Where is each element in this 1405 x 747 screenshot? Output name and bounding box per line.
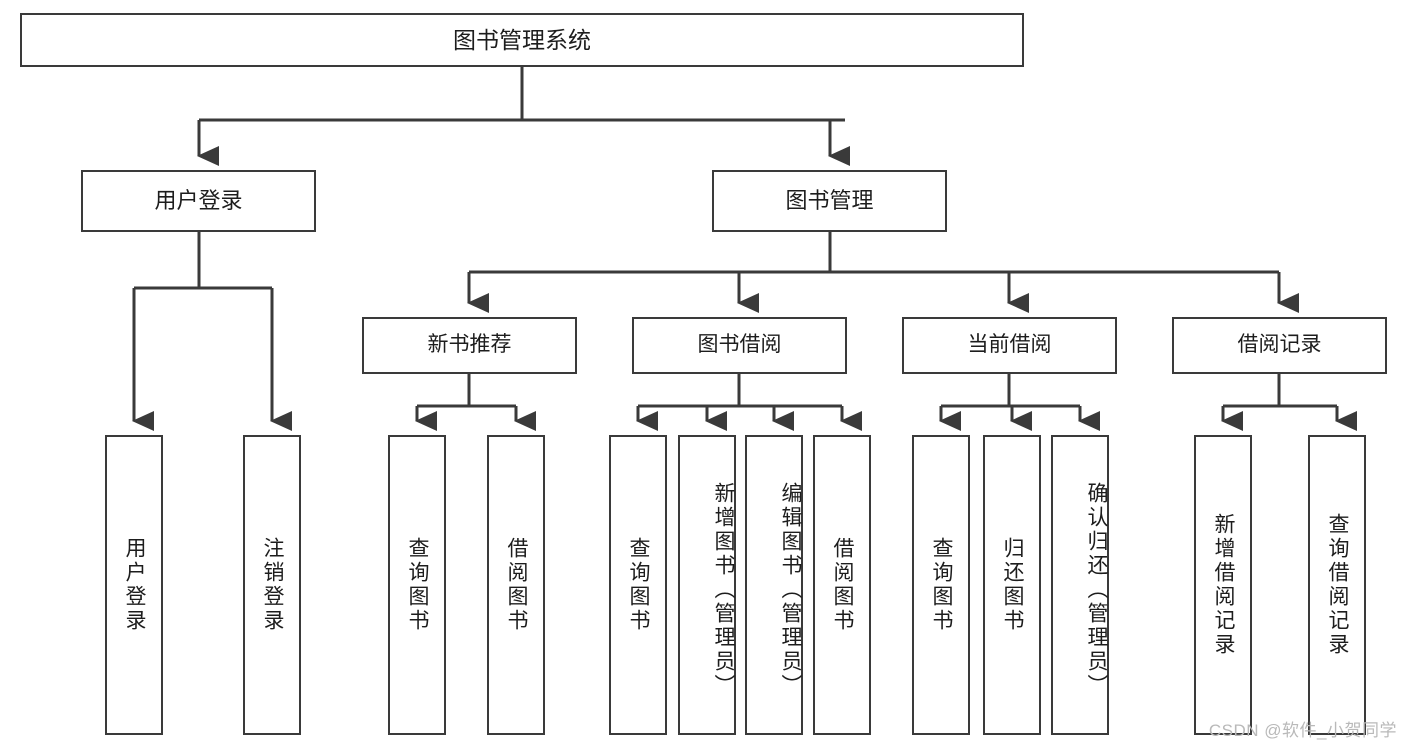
node-leaf-query-book-2[interactable]: 查询图书 [609, 435, 667, 735]
node-leaf-query-book-3[interactable]: 查询图书 [912, 435, 970, 735]
node-borrow-record-label: 借阅记录 [1237, 333, 1322, 357]
node-borrow-record[interactable]: 借阅记录 [1172, 317, 1387, 374]
node-leaf-query-borrow-record[interactable]: 查询借阅记录 [1308, 435, 1366, 735]
node-leaf-return-book-label: 归还图书 [1001, 537, 1025, 633]
node-leaf-query-book-1-label: 查询图书 [406, 537, 430, 633]
node-leaf-borrow-book-1-label: 借阅图书 [505, 537, 529, 633]
node-leaf-edit-book-admin[interactable]: 编辑图书（管理员） [745, 435, 803, 735]
node-leaf-user-login-label: 用户登录 [123, 537, 147, 633]
node-leaf-add-borrow-record-label: 新增借阅记录 [1212, 513, 1236, 657]
node-current-borrow[interactable]: 当前借阅 [902, 317, 1117, 374]
node-leaf-add-book-admin-label: 新增图书（管理员） [712, 482, 735, 698]
node-new-book-recommend[interactable]: 新书推荐 [362, 317, 577, 374]
node-book-borrow-label: 图书借阅 [697, 333, 782, 357]
node-leaf-user-logout[interactable]: 注销登录 [243, 435, 301, 735]
node-leaf-confirm-return-admin-label: 确认归还（管理员） [1085, 482, 1108, 698]
node-leaf-user-logout-label: 注销登录 [261, 537, 285, 633]
node-root-label: 图书管理系统 [453, 26, 591, 53]
node-book-management-label: 图书管理 [785, 188, 874, 214]
node-user-login[interactable]: 用户登录 [81, 170, 316, 232]
node-leaf-borrow-book-2-label: 借阅图书 [831, 537, 855, 633]
node-leaf-add-book-admin[interactable]: 新增图书（管理员） [678, 435, 736, 735]
node-leaf-query-book-2-label: 查询图书 [627, 537, 651, 633]
node-leaf-confirm-return-admin[interactable]: 确认归还（管理员） [1051, 435, 1109, 735]
node-leaf-query-book-1[interactable]: 查询图书 [388, 435, 446, 735]
node-leaf-query-borrow-record-label: 查询借阅记录 [1326, 513, 1350, 657]
node-leaf-borrow-book-1[interactable]: 借阅图书 [487, 435, 545, 735]
node-leaf-query-book-3-label: 查询图书 [930, 537, 954, 633]
node-new-book-recommend-label: 新书推荐 [427, 333, 512, 357]
node-current-borrow-label: 当前借阅 [967, 333, 1052, 357]
node-book-management[interactable]: 图书管理 [712, 170, 947, 232]
node-leaf-borrow-book-2[interactable]: 借阅图书 [813, 435, 871, 735]
node-user-login-label: 用户登录 [154, 188, 243, 214]
node-leaf-return-book[interactable]: 归还图书 [983, 435, 1041, 735]
node-leaf-user-login[interactable]: 用户登录 [105, 435, 163, 735]
node-root[interactable]: 图书管理系统 [20, 13, 1024, 67]
node-leaf-add-borrow-record[interactable]: 新增借阅记录 [1194, 435, 1252, 735]
node-book-borrow[interactable]: 图书借阅 [632, 317, 847, 374]
watermark: CSDN @软件_小贺同学 [1208, 721, 1397, 740]
node-leaf-edit-book-admin-label: 编辑图书（管理员） [779, 482, 802, 698]
